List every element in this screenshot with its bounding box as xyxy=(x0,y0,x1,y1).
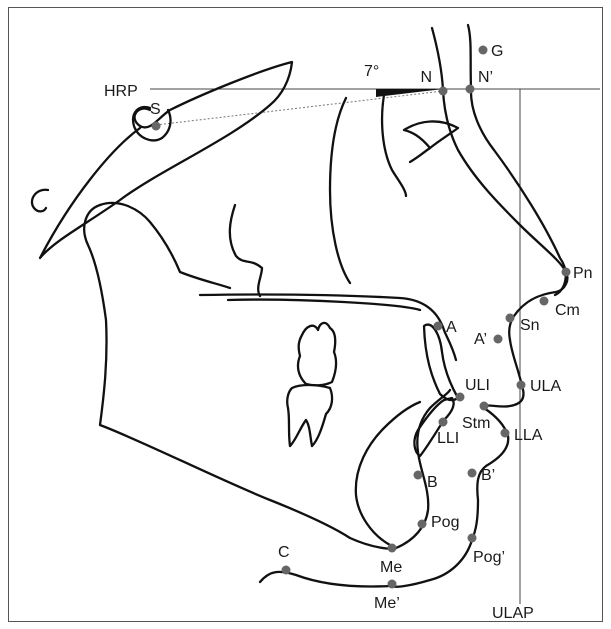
landmark-dot-sn xyxy=(506,314,515,323)
figure-border xyxy=(9,8,603,622)
landmark-dot-s xyxy=(152,122,161,131)
landmark-dot-g xyxy=(479,46,488,55)
landmark-label-pn: Pn xyxy=(573,265,593,282)
landmark-label-pog_soft: Pog’ xyxy=(473,549,505,566)
landmark-label-a_soft: A’ xyxy=(474,331,487,348)
landmark-label-g: G xyxy=(491,43,503,60)
orbit-lower xyxy=(410,148,430,162)
landmark-label-stm: Stm xyxy=(462,415,490,432)
angle-label: 7° xyxy=(364,63,379,80)
landmark-label-b: B xyxy=(427,474,438,491)
landmark-label-a: A xyxy=(446,319,457,336)
landmark-dot-n xyxy=(439,87,448,96)
chin-soft xyxy=(260,572,390,587)
inner-skull xyxy=(330,98,350,283)
upper-molar xyxy=(298,323,336,385)
landmark-dot-lla xyxy=(501,429,510,438)
landmark-dot-a xyxy=(434,322,443,331)
landmark-label-c: C xyxy=(278,544,290,561)
landmark-label-cm: Cm xyxy=(555,302,580,319)
landmark-label-me: Me xyxy=(380,559,402,576)
hrp-label: HRP xyxy=(104,83,138,100)
landmark-dot-cm xyxy=(540,297,549,306)
angle-wedge xyxy=(376,89,443,97)
landmark-label-b_soft: B’ xyxy=(481,467,495,484)
symphysis-inner xyxy=(356,402,420,545)
lower-incisor xyxy=(414,398,453,456)
landmark-label-me_soft: Me’ xyxy=(374,595,400,612)
landmark-dot-lli xyxy=(439,418,448,427)
landmark-label-n_soft: N’ xyxy=(478,69,493,86)
landmark-dot-pog_soft xyxy=(468,534,477,543)
landmark-label-uli: ULI xyxy=(465,377,490,394)
landmark-label-s: S xyxy=(150,101,161,118)
reference-lines xyxy=(150,89,600,604)
landmark-dot-c xyxy=(282,566,291,575)
skull-outline xyxy=(40,62,292,258)
lower-molar xyxy=(287,385,332,446)
anatomy-tracing xyxy=(32,25,567,587)
coronoid-outline xyxy=(230,205,262,296)
landmark-label-pog: Pog xyxy=(431,514,459,531)
landmark-label-n: N xyxy=(420,69,432,86)
landmark-dot-stm xyxy=(480,402,489,411)
landmark-dot-n_soft xyxy=(466,85,475,94)
landmark-dot-b xyxy=(414,471,423,480)
landmark-dot-pog xyxy=(418,520,427,529)
palate-outline xyxy=(200,294,456,360)
landmark-dot-me xyxy=(388,544,397,553)
landmark-dot-a_soft xyxy=(494,335,503,344)
landmark-dot-ula xyxy=(517,381,526,390)
ramus-outline xyxy=(84,205,396,549)
frontal-bone xyxy=(432,28,567,340)
landmark-dot-uli xyxy=(456,393,465,402)
nasal-cavity xyxy=(382,95,406,196)
ulap-label: ULAP xyxy=(492,605,534,622)
landmark-dot-me_soft xyxy=(388,580,397,589)
upper-lip-soft xyxy=(482,340,524,407)
landmark-dot-pn xyxy=(562,268,571,277)
landmark-label-ula: ULA xyxy=(530,378,561,395)
ear-outline xyxy=(32,190,48,212)
condyle-outline xyxy=(100,203,230,288)
landmark-dot-b_soft xyxy=(468,469,477,478)
palatal-plane xyxy=(228,300,420,310)
landmark-label-sn: Sn xyxy=(520,317,540,334)
landmark-label-lli: LLI xyxy=(437,430,459,447)
landmark-label-lla: LLA xyxy=(514,427,543,444)
orbit-outline xyxy=(404,121,458,148)
